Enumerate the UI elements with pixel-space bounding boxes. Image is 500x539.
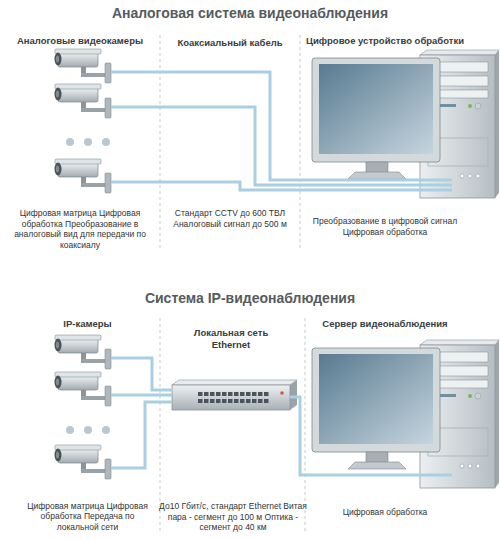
camera-group: IP-камерыЦифровая матрица Цифровая обраб… [15,318,160,532]
ethernet-wire [111,358,172,390]
cable-connector [290,397,312,475]
server-computer: Сервер видеонаблюденияЦифровая обработка [312,318,458,517]
camera-group: Аналоговые видеокамерыЦифровая матрица Ц… [10,35,150,250]
coax-wire [111,182,452,190]
ethernet-wire [111,394,160,397]
coax-wire [111,107,452,185]
ip-camera [55,335,112,369]
node-heading: Сервер видеонаблюдения [322,318,447,330]
column-separator [160,318,161,532]
recorder-computer: Цифровое устройство обработкиПреобразова… [296,35,474,237]
node-caption: Цифровая матрица Цифровая обработка Прео… [13,208,148,250]
analog-camera [55,49,112,83]
cable-connector [150,72,296,180]
switch-top [172,380,297,385]
node-caption: Преобразование в цифровой сигнал Цифрова… [303,216,468,237]
ellipsis-dot [66,426,74,434]
coax-wire [111,71,150,74]
cable-note: Стандарт CCTV до 600 ТВЛ Аналоговый сигн… [172,208,288,229]
switch-front [172,385,290,410]
column-separator [160,35,161,250]
node-heading: IP-камеры [63,318,111,330]
cable-wires [111,72,452,475]
ellipsis-dot [84,426,92,434]
node-heading: Аналоговые видеокамеры [17,35,143,47]
column-separator [305,318,306,532]
switch-led [280,391,284,395]
node-caption: Цифровая обработка [315,507,455,518]
coax-wire [296,179,452,182]
section-title: Аналоговая система видеонаблюдения [0,4,500,22]
node-heading: Цифровое устройство обработки [306,35,464,47]
ellipsis-dot [102,426,110,434]
ethernet-wire [111,402,172,468]
recorder-computer-symbol [312,50,499,198]
network-note: До10 Гбит/с, стандарт Ethernet Витая пар… [158,501,308,533]
node-heading: Локальная сеть Ethernet [183,327,279,351]
section-title: Система IP-видеонаблюдения [0,289,500,307]
switch-ports [198,392,270,403]
column-separator [300,35,301,250]
cable-connector [160,394,172,397]
ethernet-wire [312,474,452,477]
ellipsis-dot [66,138,74,146]
column-heading: Коаксиальный кабель [160,37,300,49]
ip-camera [55,445,112,479]
analog-camera [55,84,112,118]
ellipsis-dot [102,138,110,146]
ip-camera [55,372,112,406]
analog-camera [55,159,112,193]
server-computer-symbol [312,340,499,488]
network-switch: Локальная сеть Ethernet [172,385,290,410]
node-caption: Цифровая матрица Цифровая обработка Пере… [23,501,153,533]
switch-side [290,380,297,410]
ellipsis-dot [84,138,92,146]
